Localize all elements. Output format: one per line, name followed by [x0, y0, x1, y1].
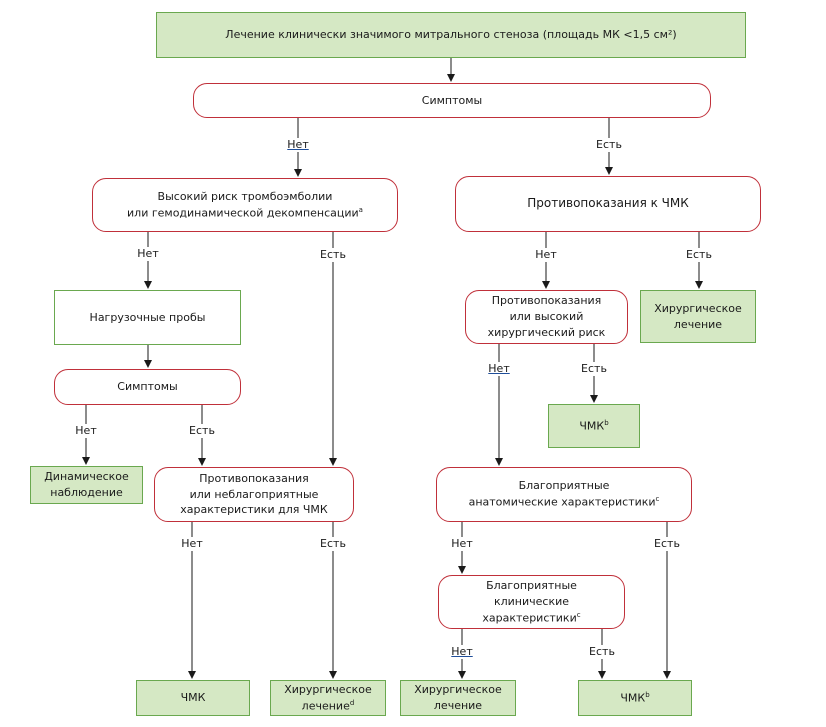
label-yes-symptoms-2: Есть [187, 424, 217, 438]
contra-unfav-box: Противопоказания или неблагоприятные хар… [154, 467, 354, 522]
high-risk-box: Высокий риск тромбоэмболии или гемодинам… [92, 178, 398, 232]
label-yes-contra-surgical: Есть [579, 362, 609, 376]
chmk-3-box: ЧМКb [578, 680, 692, 716]
chmk-3-text: ЧМКb [620, 690, 650, 705]
label-yes-highrisk: Есть [318, 248, 348, 262]
label-no-fav-anatomy: Нет [449, 537, 475, 551]
label-no-highrisk: Нет [135, 247, 161, 261]
contra-chmk-box: Противопоказания к ЧМК [455, 176, 761, 232]
high-risk-text: Высокий риск тромбоэмболии или гемодинам… [127, 189, 363, 220]
label-no-contra-surgical: Нет [486, 362, 512, 376]
label-no-main: Нет [285, 138, 311, 152]
fav-anatomy-text: Благоприятные анатомические характеристи… [468, 479, 660, 509]
symptoms-2-text: Симптомы [117, 380, 178, 394]
label-no-contra-chmk: Нет [533, 248, 559, 262]
contra-unfav-text: Противопоказания или неблагоприятные хар… [180, 471, 328, 517]
fav-clinical-box: Благоприятные клинические характеристики… [438, 575, 625, 629]
surgery-1-box: Хирургическое лечение [640, 290, 756, 343]
fav-clinical-text: Благоприятные клинические характеристики… [482, 578, 581, 625]
fav-anatomy-box: Благоприятные анатомические характеристи… [436, 467, 692, 522]
stress-tests-text: Нагрузочные пробы [89, 310, 206, 324]
stress-tests-box: Нагрузочные пробы [54, 290, 241, 345]
label-no-symptoms-2: Нет [73, 424, 99, 438]
label-yes-contra-chmk: Есть [684, 248, 714, 262]
label-yes-fav-clinical: Есть [587, 645, 617, 659]
symptoms-2-box: Симптомы [54, 369, 241, 405]
chmk-1-box: ЧМКb [548, 404, 640, 448]
chmk-1-footnote: b [604, 418, 609, 427]
fav-anatomy-footnote: c [655, 495, 660, 504]
contra-chmk-text: Противопоказания к ЧМК [527, 196, 689, 211]
symptoms-main-text: Симптомы [421, 93, 483, 107]
label-yes-contra-unfav: Есть [318, 537, 348, 551]
root-box: Лечение клинически значимого митрального… [156, 12, 746, 58]
label-no-fav-clinical: Нет [449, 645, 475, 659]
chmk-2-box: ЧМК [136, 680, 250, 716]
label-yes-main: Есть [594, 138, 624, 152]
dynamic-obs-text: Динамическое наблюдение [44, 470, 129, 499]
chmk-2-text: ЧМК [180, 691, 206, 705]
contra-surgical-box: Противопоказания или высокий хирургическ… [465, 290, 628, 344]
contra-surgical-text: Противопоказания или высокий хирургическ… [487, 294, 606, 339]
surgery-3-box: Хирургическое лечение [400, 680, 516, 716]
root-text: Лечение клинически значимого митрального… [225, 28, 677, 42]
dynamic-obs-box: Динамическое наблюдение [30, 466, 143, 504]
surgery-2-text: Хирургическое лечениеd [284, 682, 372, 713]
surgery-1-text: Хирургическое лечение [654, 301, 742, 331]
surgery-2-footnote: d [349, 698, 355, 707]
fav-clinical-footnote: c [576, 610, 581, 619]
chmk-1-text: ЧМКb [579, 418, 609, 433]
high-risk-footnote: a [358, 205, 363, 214]
label-yes-fav-anatomy: Есть [652, 537, 682, 551]
symptoms-main-box: Симптомы [193, 83, 711, 118]
surgery-3-text: Хирургическое лечение [414, 683, 502, 712]
chmk-3-footnote: b [645, 690, 650, 699]
surgery-2-box: Хирургическое лечениеd [270, 680, 386, 716]
label-no-contra-unfav: Нет [179, 537, 205, 551]
